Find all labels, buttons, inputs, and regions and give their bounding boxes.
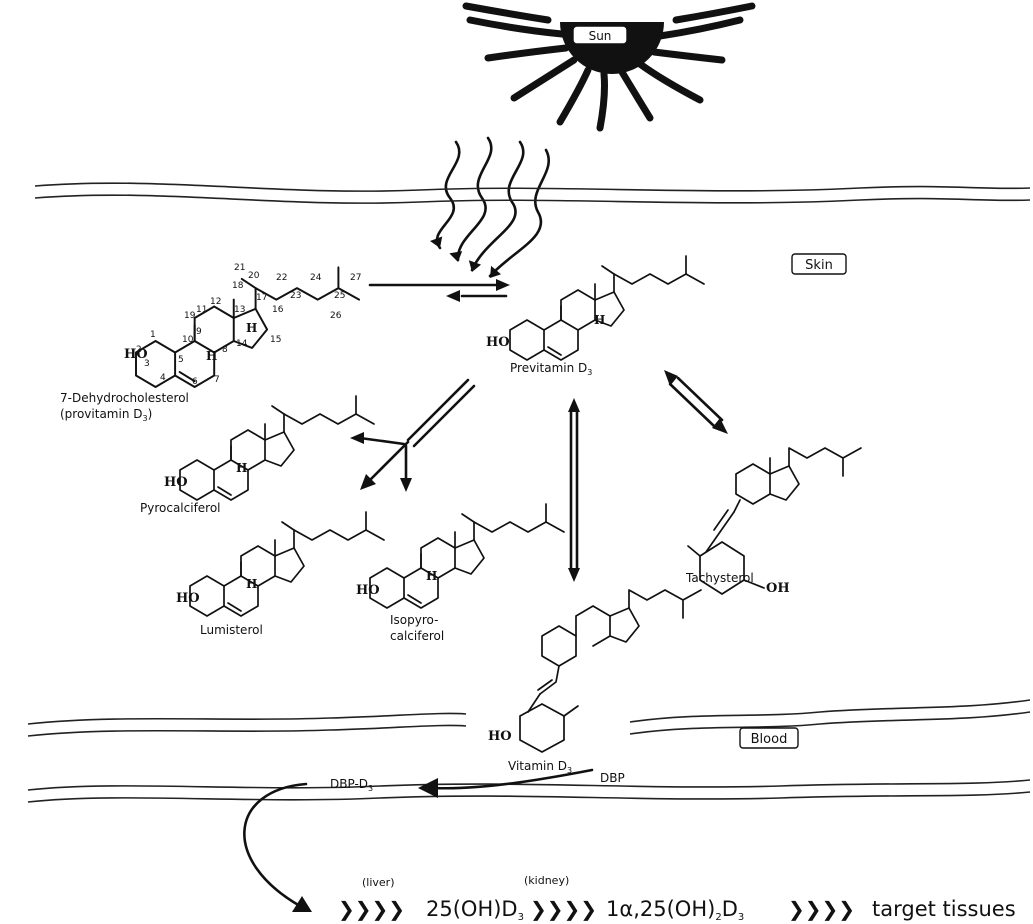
atom-number: 18 [232,281,244,291]
sun-icon: Sun [462,2,756,132]
atom-number: 7 [214,375,220,385]
equilibrium-arrow-tachysterol [664,370,728,434]
molecule-tachysterol: OH [687,447,862,596]
dbp-d3-label: DBP-D3 [330,777,373,793]
chevron-arrow-icon: ❯❯❯❯ [338,897,405,921]
atom-number: 26 [330,311,342,321]
chevron-arrow-icon: ❯❯❯❯ [530,897,597,921]
hydrogen-label: H [246,321,257,335]
vitamin-d3-label: Vitamin D3 [508,759,572,775]
metabolic-pathway: ❯❯❯❯ 25(OH)D3 ❯❯❯❯ 1α,25(OH)2D3 ❯❯❯❯ tar… [338,897,1016,923]
atom-number: 2 [136,345,142,355]
atom-number: 23 [290,291,301,301]
atom-number: 1 [150,330,156,340]
uv-rays-icon [435,136,550,278]
hydroxyl-label: HO [176,591,200,606]
hydrogen-label: H [594,313,605,327]
atom-number: 11 [196,305,207,315]
blood-vessel-wall [27,699,1031,803]
atom-number: 17 [256,293,267,303]
calcitriol-label: 1α,25(OH)2D3 [606,897,744,923]
tachysterol-label: Tachysterol [685,571,754,585]
blood-label: Blood [751,732,788,747]
atom-number: 20 [248,271,260,281]
atom-number: 27 [350,273,361,283]
previtamin-label: Previtamin D3 [510,361,592,377]
skin-membrane [34,182,1031,204]
hydroxyl-label: HO [124,347,148,362]
atom-number: 15 [270,335,281,345]
atom-number: 9 [196,327,202,337]
atom-number: 24 [310,273,322,283]
hydrogen-label: H [426,569,437,583]
skin-label-box: Skin [791,253,847,275]
pyrocalciferol-label: Pyrocalciferol [140,501,221,515]
atom-number: 16 [272,305,284,315]
atom-number: 21 [234,263,245,273]
reaction-arrow-thermal-side-products [350,378,476,492]
equilibrium-arrow-photolysis [368,279,510,302]
atom-number: 19 [184,311,196,321]
hydrogen-label: H [206,349,217,363]
atom-number: 22 [276,273,287,283]
target-tissues-label: target tissues [872,897,1016,921]
atom-number: 4 [160,373,166,383]
lumisterol-label: Lumisterol [200,623,263,637]
atom-number: 13 [234,305,245,315]
hydroxyl-label: HO [486,335,510,350]
chevron-arrow-icon: ❯❯❯❯ [788,897,855,921]
sun-label: Sun [589,29,612,43]
atom-number: 14 [236,339,248,349]
blood-label-box: Blood [739,727,799,749]
molecule-vitamin-d3: HO [488,589,702,753]
atom-number: 10 [182,335,194,345]
atom-number: 6 [192,377,198,387]
hydroxyvitamin-d3-label: 25(OH)D3 [426,897,524,923]
skin-label: Skin [805,258,833,273]
molecule-isopyrocalciferol: HO H [356,503,565,609]
binding-arrow-dbp [418,768,594,798]
hydroxyl-label: HO [356,583,380,598]
liver-label: (liver) [362,876,395,889]
atom-number: 3 [144,359,150,369]
hydroxyl-label: HO [164,475,188,490]
molecule-7-dehydrocholesterol: HO H H 1 2 3 4 5 6 7 8 9 10 11 12 13 14 … [124,263,361,388]
atom-number: 12 [210,297,221,307]
isopyrocalciferol-label-line1: Isopyro- [390,613,438,627]
isopyrocalciferol-label-line2: calciferol [390,629,444,643]
dehydrocholesterol-label: 7-Dehydrocholesterol [60,391,189,405]
uv-ray-arrowheads [430,236,502,278]
dbp-label: DBP [600,771,625,785]
hydrogen-label: H [246,577,257,591]
atom-numbering: 1 2 3 4 5 6 7 8 9 10 11 12 13 14 15 16 1… [136,263,361,387]
provitamin-label: (provitamin D3) [60,407,152,423]
atom-number: 25 [334,291,345,301]
atom-number: 8 [222,345,228,355]
hydrogen-label: H [236,461,247,475]
molecule-previtamin-d3: HO H [486,255,705,361]
equilibrium-arrow-isomerization [568,398,580,582]
hydroxyl-label: HO [488,729,512,744]
transport-arrow-to-liver [243,782,312,912]
molecule-pyrocalciferol: HO H [164,395,375,501]
atom-number: 5 [178,355,184,365]
hydroxyl-label: OH [766,581,790,596]
kidney-label: (kidney) [524,874,569,887]
molecule-lumisterol: HO H [176,511,385,617]
